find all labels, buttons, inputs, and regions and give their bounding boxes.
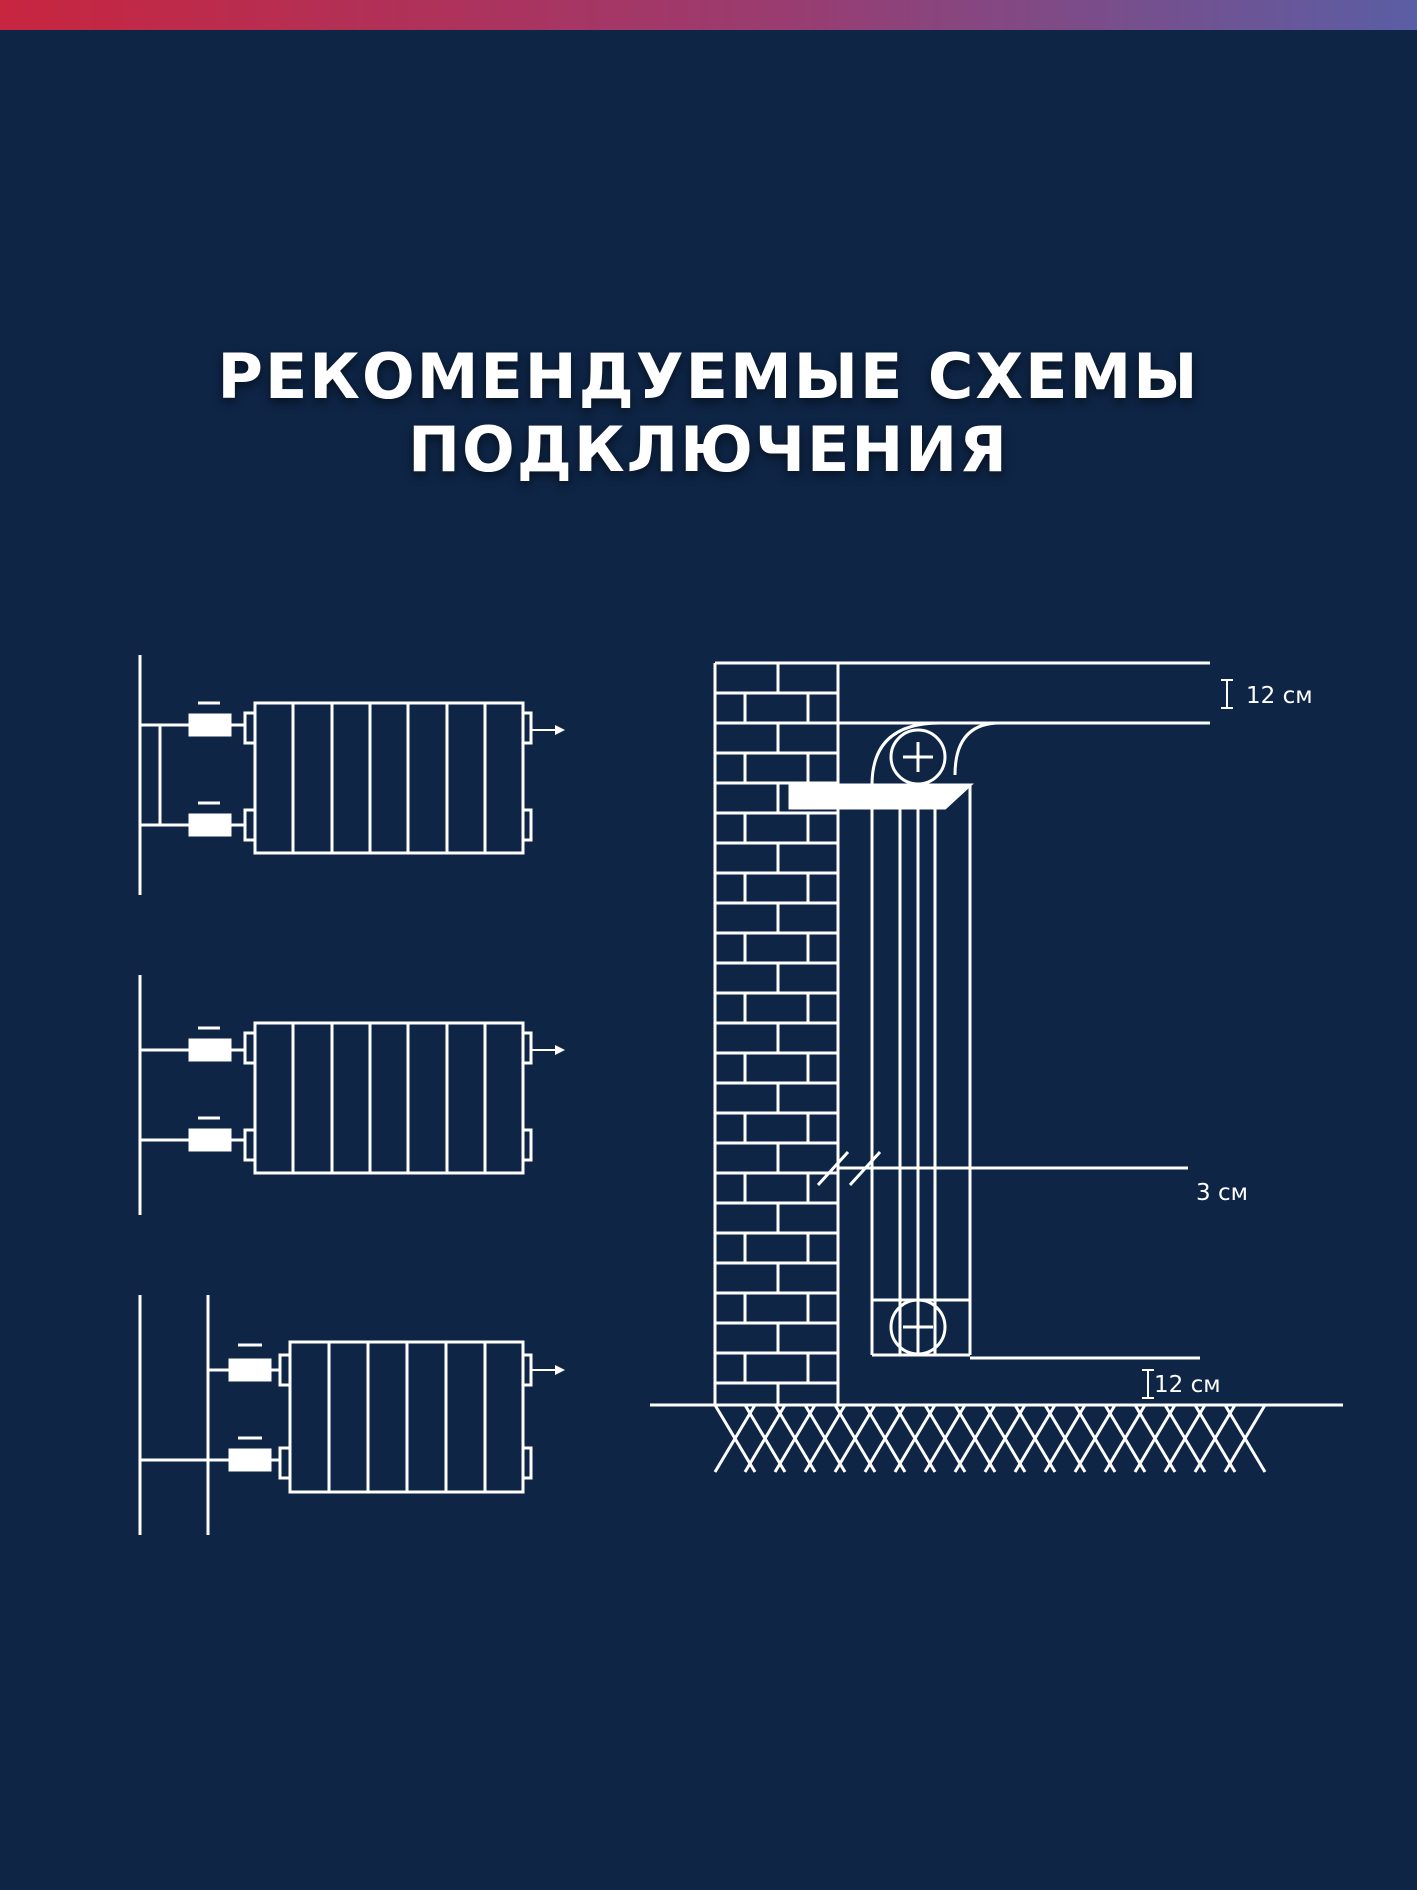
valve-top <box>188 1038 232 1062</box>
brick-wall <box>715 661 838 1405</box>
dim-floor-tick <box>1142 1369 1154 1399</box>
valve-top <box>188 713 232 737</box>
radiator-body <box>253 701 525 855</box>
pipe-bottom <box>889 1298 947 1356</box>
scheme-3 <box>138 1295 565 1535</box>
page-title: РЕКОМЕНДУЕМЫЕ СХЕМЫ ПОДКЛЮЧЕНИЯ <box>217 340 1200 486</box>
dim-label-wall: 3 см <box>1196 1180 1248 1206</box>
valve-bottom <box>228 1448 272 1472</box>
scheme-2 <box>138 975 565 1215</box>
ground-hatch <box>713 1404 1267 1473</box>
installation-diagram: 12 см 3 см 12 см <box>650 661 1343 1473</box>
dim-label-top: 12 см <box>1246 683 1313 709</box>
dim-label-floor: 12 см <box>1154 1372 1221 1398</box>
radiator-body <box>253 1021 525 1175</box>
dim-top-tick <box>1221 679 1233 709</box>
top-gradient-bar <box>0 0 1417 30</box>
valve-bottom <box>188 813 232 837</box>
valve-top <box>228 1358 272 1382</box>
valve-bottom <box>188 1128 232 1152</box>
scheme-1 <box>138 655 565 895</box>
